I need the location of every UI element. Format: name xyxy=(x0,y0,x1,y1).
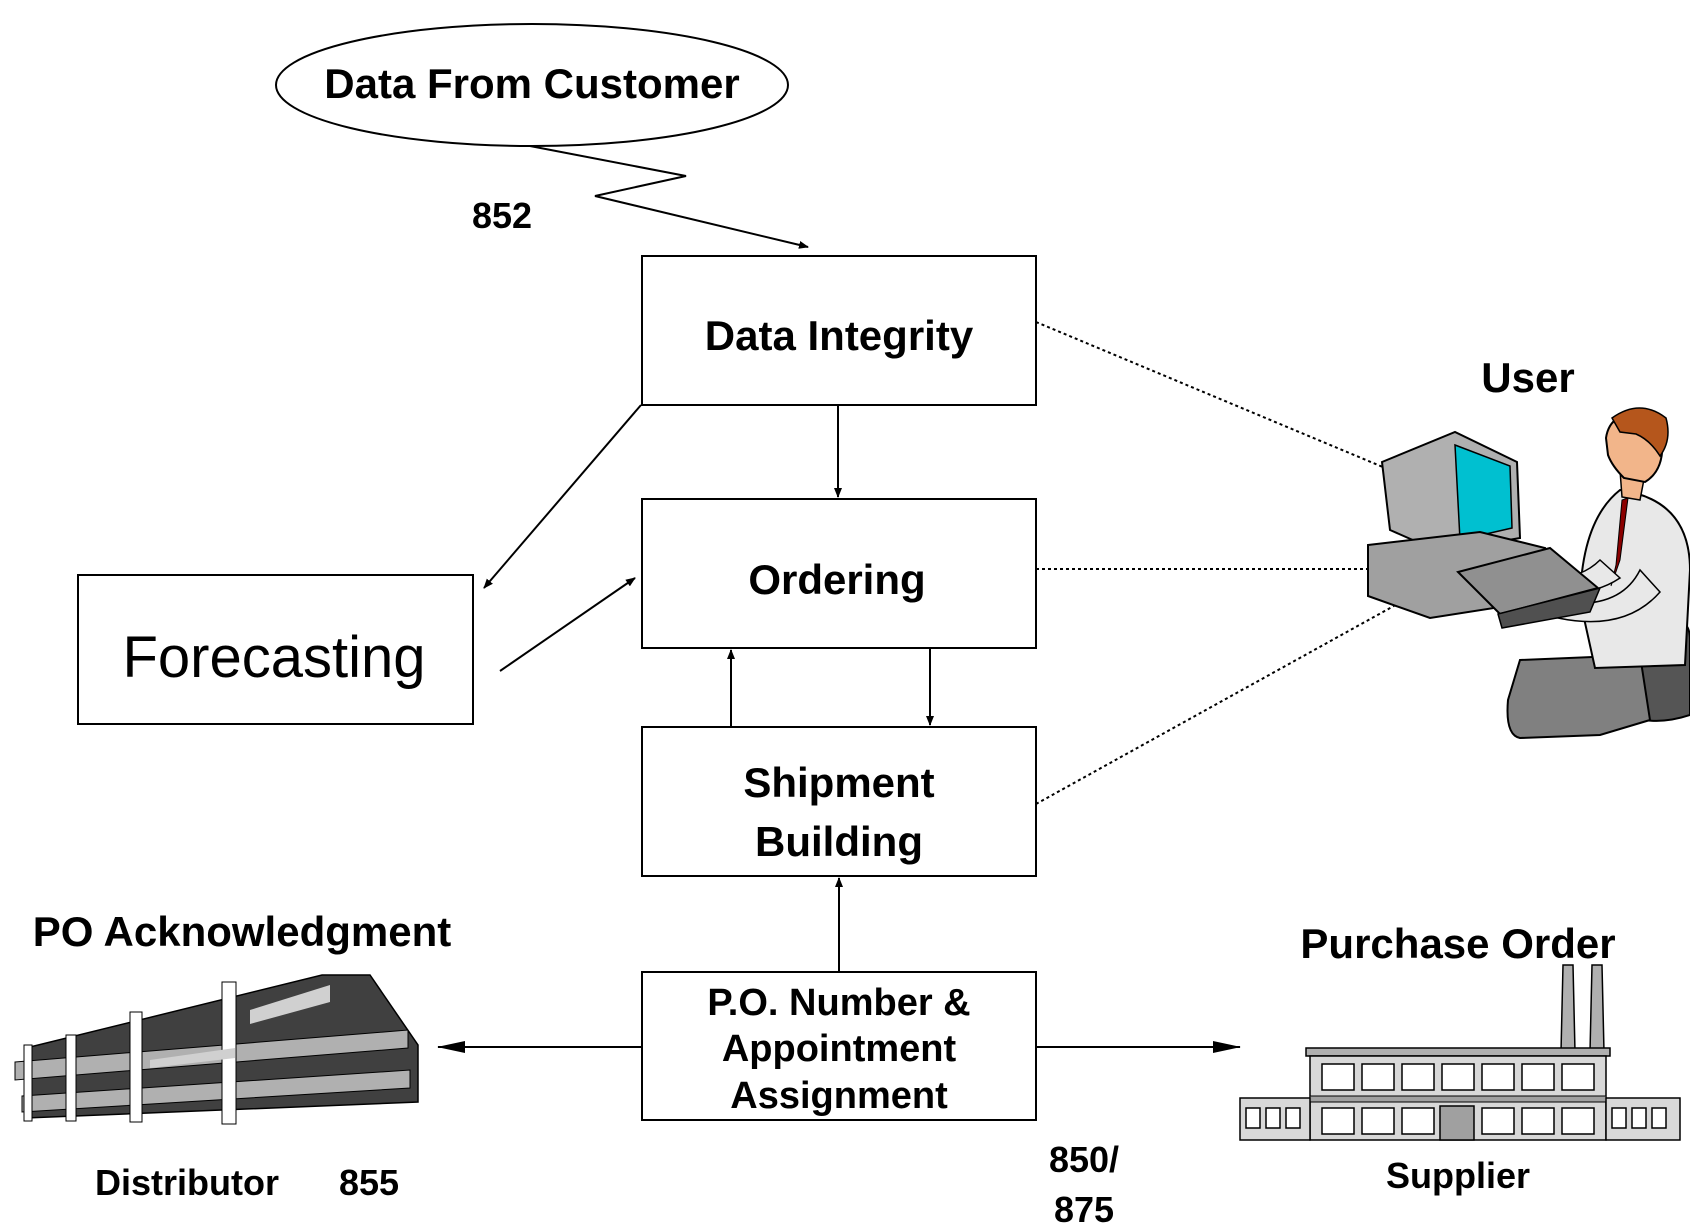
po-label-line3: Assignment xyxy=(730,1075,948,1117)
po-label-line1: P.O. Number & xyxy=(707,982,970,1024)
integrity-to-user-dotted-line xyxy=(1035,321,1391,471)
purchase-order-title: Purchase Order xyxy=(1300,920,1615,967)
shipment-label-line1: Shipment xyxy=(743,759,934,806)
shipment-building-box: Shipment Building xyxy=(641,726,1037,877)
po-acknowledgment-title: PO Acknowledgment xyxy=(33,908,452,955)
supplier-factory-icon xyxy=(1239,964,1681,1141)
shipment-to-user-dotted-line xyxy=(1035,596,1411,805)
code-875-label: 875 xyxy=(1054,1189,1114,1229)
distributor-building-icon xyxy=(14,974,419,1125)
po-label-line2: Appointment xyxy=(722,1028,957,1070)
data-integrity-label: Data Integrity xyxy=(705,312,974,359)
po-number-box: P.O. Number & Appointment Assignment xyxy=(641,971,1037,1121)
forecasting-to-ordering-arrow xyxy=(499,577,636,672)
forecasting-box: Forecasting xyxy=(77,574,474,725)
data-from-customer-label: Data From Customer xyxy=(324,60,739,107)
code-852-label: 852 xyxy=(472,195,532,236)
code-850-label: 850/ xyxy=(1049,1139,1119,1180)
distributor-label: Distributor xyxy=(95,1162,279,1203)
supplier-label: Supplier xyxy=(1386,1155,1530,1196)
integrity-to-forecasting-arrow xyxy=(483,404,642,589)
data-integrity-box: Data Integrity xyxy=(641,255,1037,406)
customer-data-lightning-arrow xyxy=(529,145,809,249)
ordering-label: Ordering xyxy=(748,556,925,603)
data-from-customer-node: Data From Customer xyxy=(275,23,789,147)
code-855-label: 855 xyxy=(339,1162,399,1203)
user-at-computer-icon xyxy=(1367,407,1690,740)
user-label: User xyxy=(1481,354,1574,401)
ordering-box: Ordering xyxy=(641,498,1037,649)
shipment-label-line2: Building xyxy=(755,818,923,865)
forecasting-label: Forecasting xyxy=(122,625,425,690)
